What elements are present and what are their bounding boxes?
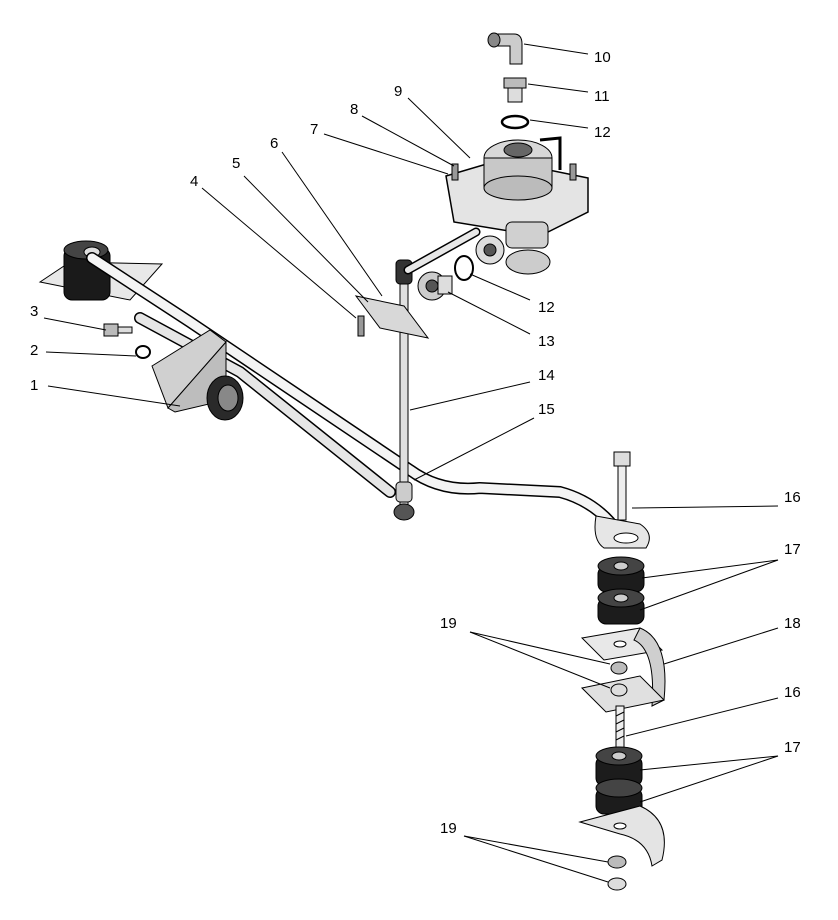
leader-lines xyxy=(43,43,779,883)
callout-5: 5 xyxy=(232,155,240,172)
washer-12-lower xyxy=(454,255,474,281)
bolt-3 xyxy=(103,323,133,337)
callout-10: 10 xyxy=(594,49,611,66)
bolt-16-lower xyxy=(615,705,625,755)
bracket-18 xyxy=(580,627,666,713)
callout-13: 13 xyxy=(538,333,555,350)
bushings-17-lower xyxy=(595,746,643,815)
callout-6: 6 xyxy=(270,135,278,152)
nuts-19-upper xyxy=(610,661,628,697)
callout-11: 11 xyxy=(594,88,610,105)
bushings-17-upper xyxy=(597,556,645,625)
fitting-13 xyxy=(417,271,453,301)
callout-17-lower: 17 xyxy=(784,739,801,756)
main-rod xyxy=(86,252,650,549)
bolt-16-top xyxy=(613,451,631,521)
washer-12-upper xyxy=(500,114,530,130)
valve-9 xyxy=(445,136,589,275)
valve-lever xyxy=(403,227,481,275)
callout-19-upper: 19 xyxy=(440,615,457,632)
callout-labels: 1 2 3 4 5 6 7 8 9 10 11 12 12 13 14 15 1… xyxy=(30,49,801,837)
callout-19-lower: 19 xyxy=(440,820,457,837)
elbow-10 xyxy=(487,32,523,65)
callout-1: 1 xyxy=(30,377,38,394)
callout-16-lower: 16 xyxy=(784,684,801,701)
callout-9: 9 xyxy=(394,83,402,100)
callout-14: 14 xyxy=(538,367,555,384)
callout-4: 4 xyxy=(190,173,198,190)
callout-17-upper: 17 xyxy=(784,541,801,558)
callout-16-upper: 16 xyxy=(784,489,801,506)
callout-18: 18 xyxy=(784,615,801,632)
lower-support-plate xyxy=(578,805,665,867)
washer-2 xyxy=(135,345,151,359)
callout-2: 2 xyxy=(30,342,38,359)
callout-12-lower: 12 xyxy=(538,299,555,316)
callout-15: 15 xyxy=(538,401,555,418)
nipple-11 xyxy=(503,77,527,103)
callout-12-upper: 12 xyxy=(594,124,611,141)
nuts-19-lower xyxy=(607,855,627,891)
frame-bracket-1 xyxy=(151,329,244,421)
callout-7: 7 xyxy=(310,121,318,138)
callout-3: 3 xyxy=(30,303,38,320)
callout-8: 8 xyxy=(350,101,358,118)
